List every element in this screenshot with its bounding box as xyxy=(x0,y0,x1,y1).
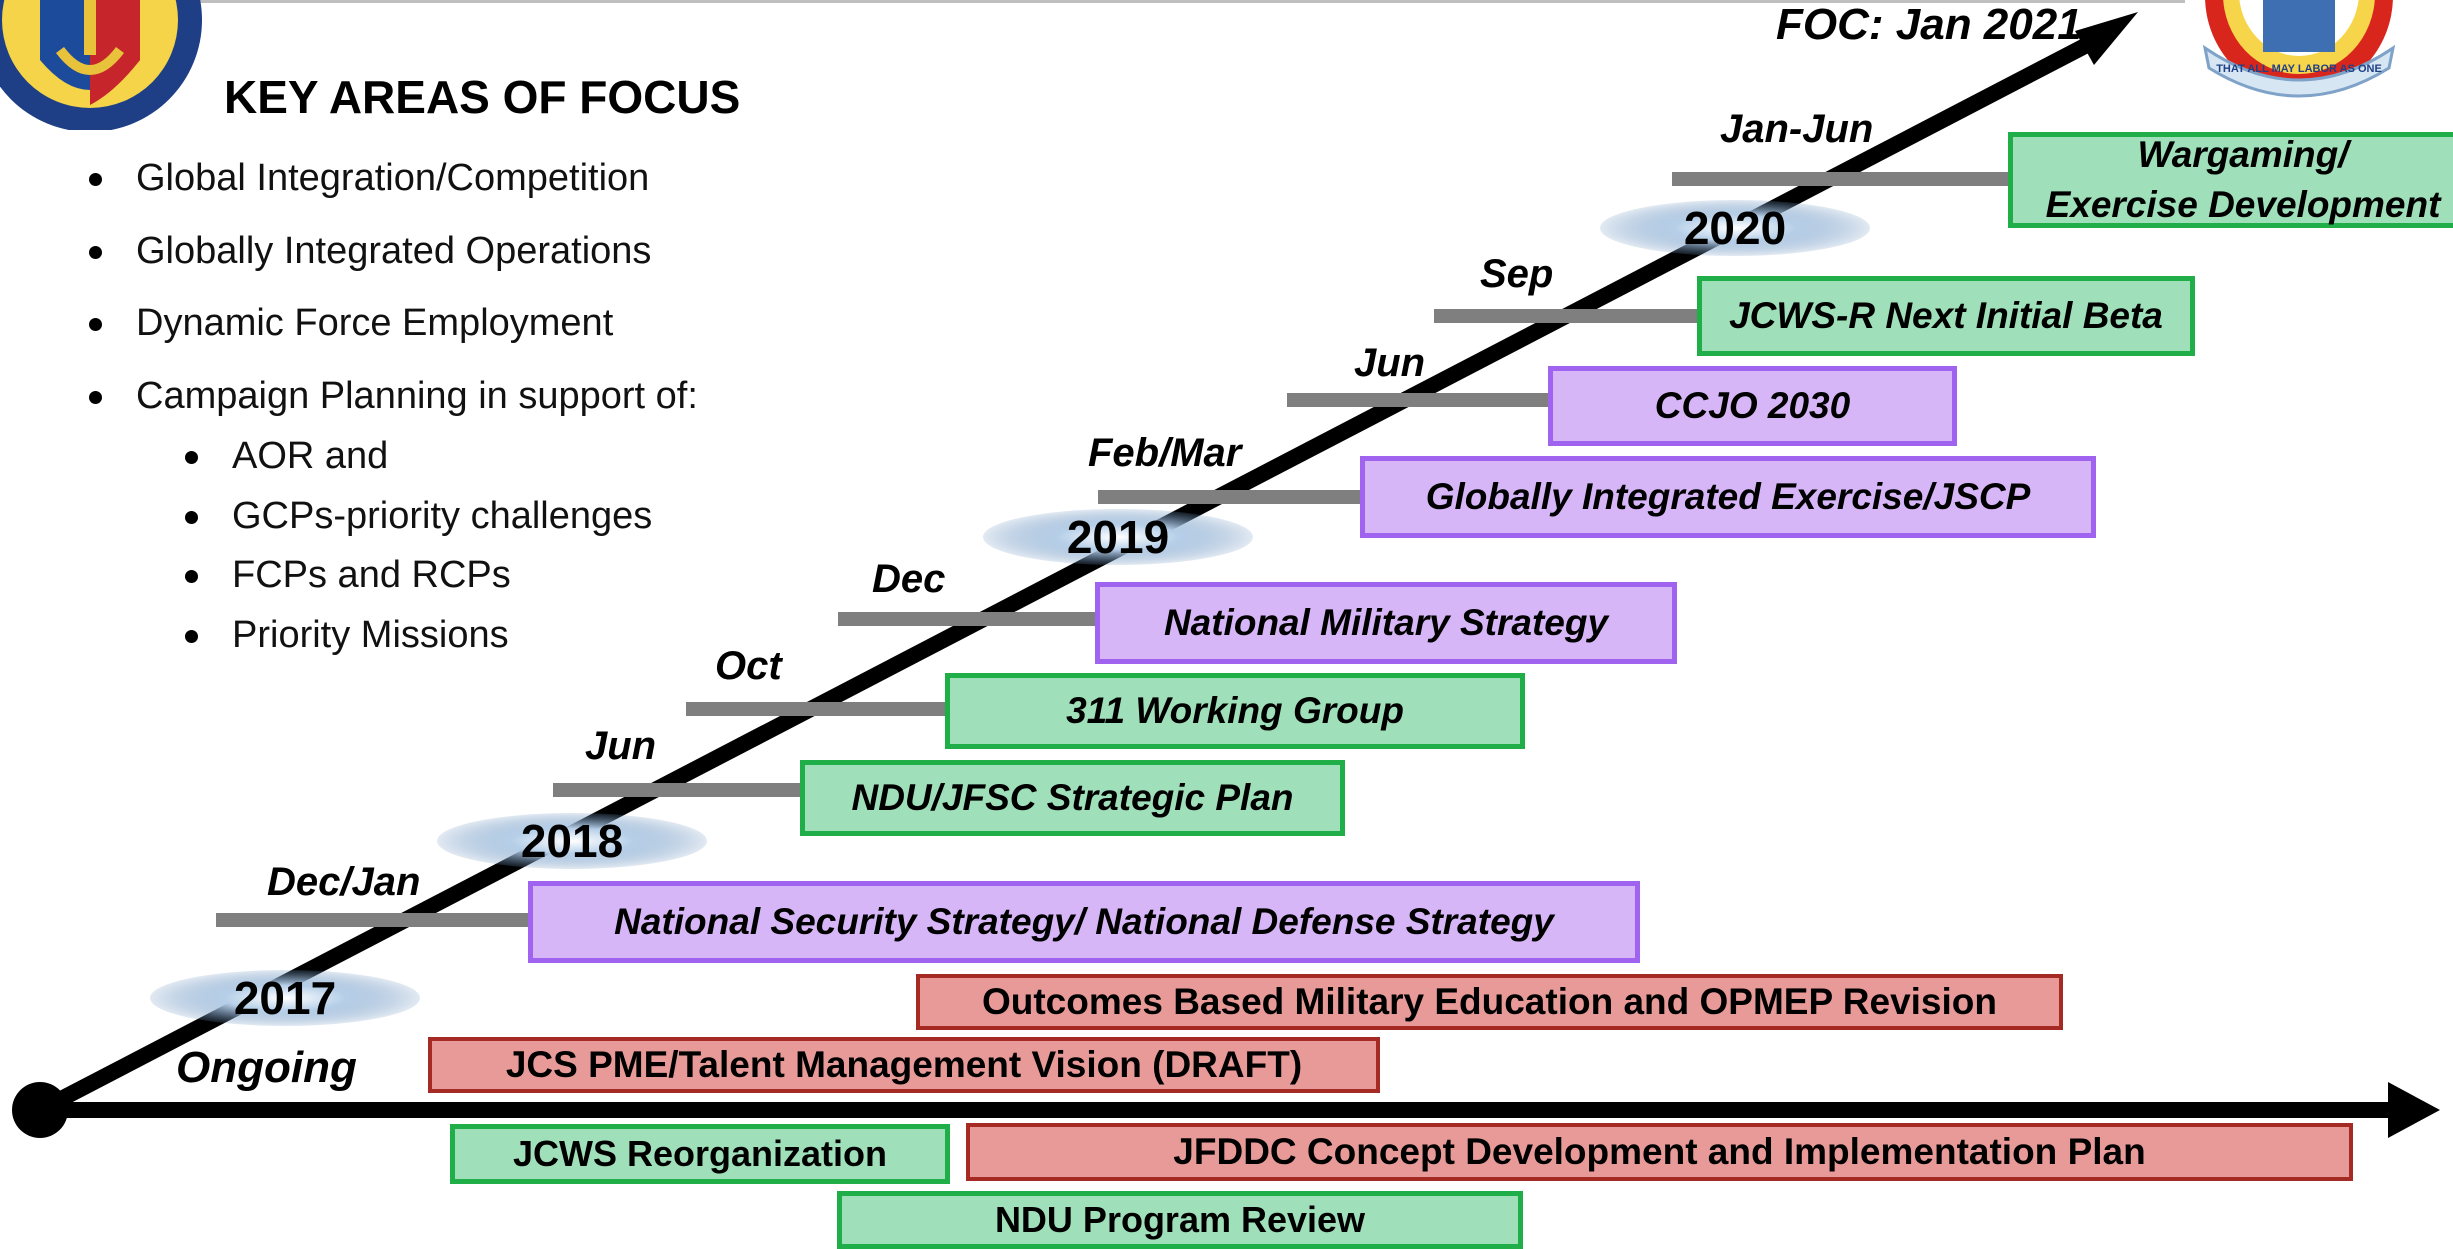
focus-subitem: FCPs and RCPs xyxy=(232,554,511,596)
month-label-jun-2019: Jun xyxy=(1354,341,1426,385)
top-divider xyxy=(0,0,2453,3)
focus-subitem: GCPs-priority challenges xyxy=(232,495,653,537)
month-label-jan-jun: Jan-Jun xyxy=(1720,107,1874,151)
crest-laurel xyxy=(56,46,124,75)
focus-subitem: Priority Missions xyxy=(232,614,509,656)
year-label-2018: 2018 xyxy=(520,815,624,867)
month-label-ongoing: Ongoing xyxy=(176,1043,357,1092)
month-label-feb-mar: Feb/Mar xyxy=(1088,431,1242,475)
bullet-icon xyxy=(89,246,102,259)
month-label-jun-2018: Jun xyxy=(585,724,657,768)
milestone-wargaming: Wargaming/ Exercise Development xyxy=(2008,132,2453,228)
year-label-2019: 2019 xyxy=(1066,511,1170,563)
milestone-outcomes-based-education: Outcomes Based Military Education and OP… xyxy=(916,974,2063,1030)
year-label-2017: 2017 xyxy=(233,972,337,1024)
focus-item: Dynamic Force Employment xyxy=(136,302,614,344)
focus-item: Global Integration/Competition xyxy=(136,157,650,199)
milestone-jfddc-concept: JFDDC Concept Development and Implementa… xyxy=(966,1123,2353,1181)
milestone-wargaming-line2: Exercise Development xyxy=(2045,184,2441,225)
horizontal-axis-arrowhead xyxy=(2388,1082,2440,1138)
seal-motto: THAT ALL MAY LABOR AS ONE xyxy=(2216,63,2382,75)
milestone-ccjo: CCJO 2030 xyxy=(1548,366,1957,446)
foc-label: FOC: Jan 2021 xyxy=(1776,0,2082,49)
milestone-national-military-strategy: National Military Strategy xyxy=(1095,582,1677,664)
month-label-dec-jan: Dec/Jan xyxy=(267,860,421,904)
month-label-oct: Oct xyxy=(715,644,782,688)
year-label-2020: 2020 xyxy=(1683,202,1787,254)
key-areas-heading: KEY AREAS OF FOCUS xyxy=(224,71,741,123)
focus-item: Campaign Planning in support of: xyxy=(136,375,698,417)
milestone-311-working-group: 311 Working Group xyxy=(945,673,1525,749)
milestone-jcws-reorganization: JCWS Reorganization xyxy=(450,1124,950,1184)
milestone-wargaming-line1: Wargaming/ xyxy=(2137,134,2349,175)
focus-item: Globally Integrated Operations xyxy=(136,230,652,272)
bullet-icon xyxy=(185,451,198,464)
month-label-dec: Dec xyxy=(872,557,946,601)
milestone-ndu-program-review: NDU Program Review xyxy=(837,1191,1523,1249)
milestone-jcws-r: JCWS-R Next Initial Beta xyxy=(1697,276,2195,356)
month-label-sep: Sep xyxy=(1480,252,1554,296)
bullet-icon xyxy=(89,391,102,404)
milestone-ndu-jfsc-strategic-plan: NDU/JFSC Strategic Plan xyxy=(800,760,1345,836)
diagonal-axis-arrowhead xyxy=(2075,12,2138,65)
year-oval-2019 xyxy=(983,509,1253,565)
crest-torch xyxy=(84,0,96,55)
seal-banner xyxy=(2202,44,2396,98)
ndu-crest-icon xyxy=(0,0,202,130)
milestone-jcs-pme-vision: JCS PME/Talent Management Vision (DRAFT) xyxy=(428,1037,1380,1093)
bullet-icon xyxy=(185,511,198,524)
year-oval-2020 xyxy=(1600,200,1870,256)
milestone-nss-nds: National Security Strategy/ National Def… xyxy=(528,881,1640,963)
bullet-icon xyxy=(89,318,102,331)
bullet-icon xyxy=(185,570,198,583)
seal-tower xyxy=(2263,0,2335,52)
bullet-icon xyxy=(89,173,102,186)
year-oval-2018 xyxy=(437,813,707,869)
year-oval-2017 xyxy=(150,970,420,1026)
bullet-icon xyxy=(185,630,198,643)
focus-subitem: AOR and xyxy=(232,435,389,477)
milestone-globally-integrated-exercise: Globally Integrated Exercise/JSCP xyxy=(1360,456,2096,538)
joint-staff-seal-icon: THAT ALL MAY LABOR AS ONE xyxy=(2185,0,2453,105)
origin-dot xyxy=(12,1082,68,1138)
